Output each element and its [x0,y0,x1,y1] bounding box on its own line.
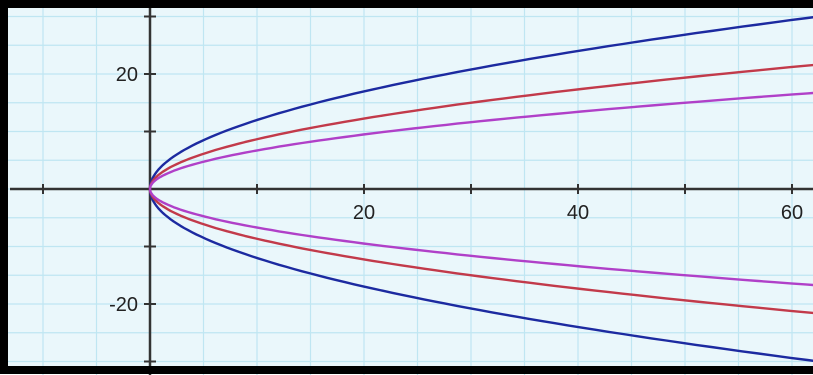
y-tick-label: -20 [109,294,138,316]
series-group [148,16,813,362]
series-line-3 [148,91,813,287]
x-tick-label: 20 [353,202,375,224]
x-tick-label: 40 [567,202,589,224]
x-tick-label: 60 [781,202,803,224]
plot-background [8,6,813,368]
y-tick-label: 20 [116,64,138,86]
tick-labels: 20 40 60 20 -20 [109,64,803,316]
